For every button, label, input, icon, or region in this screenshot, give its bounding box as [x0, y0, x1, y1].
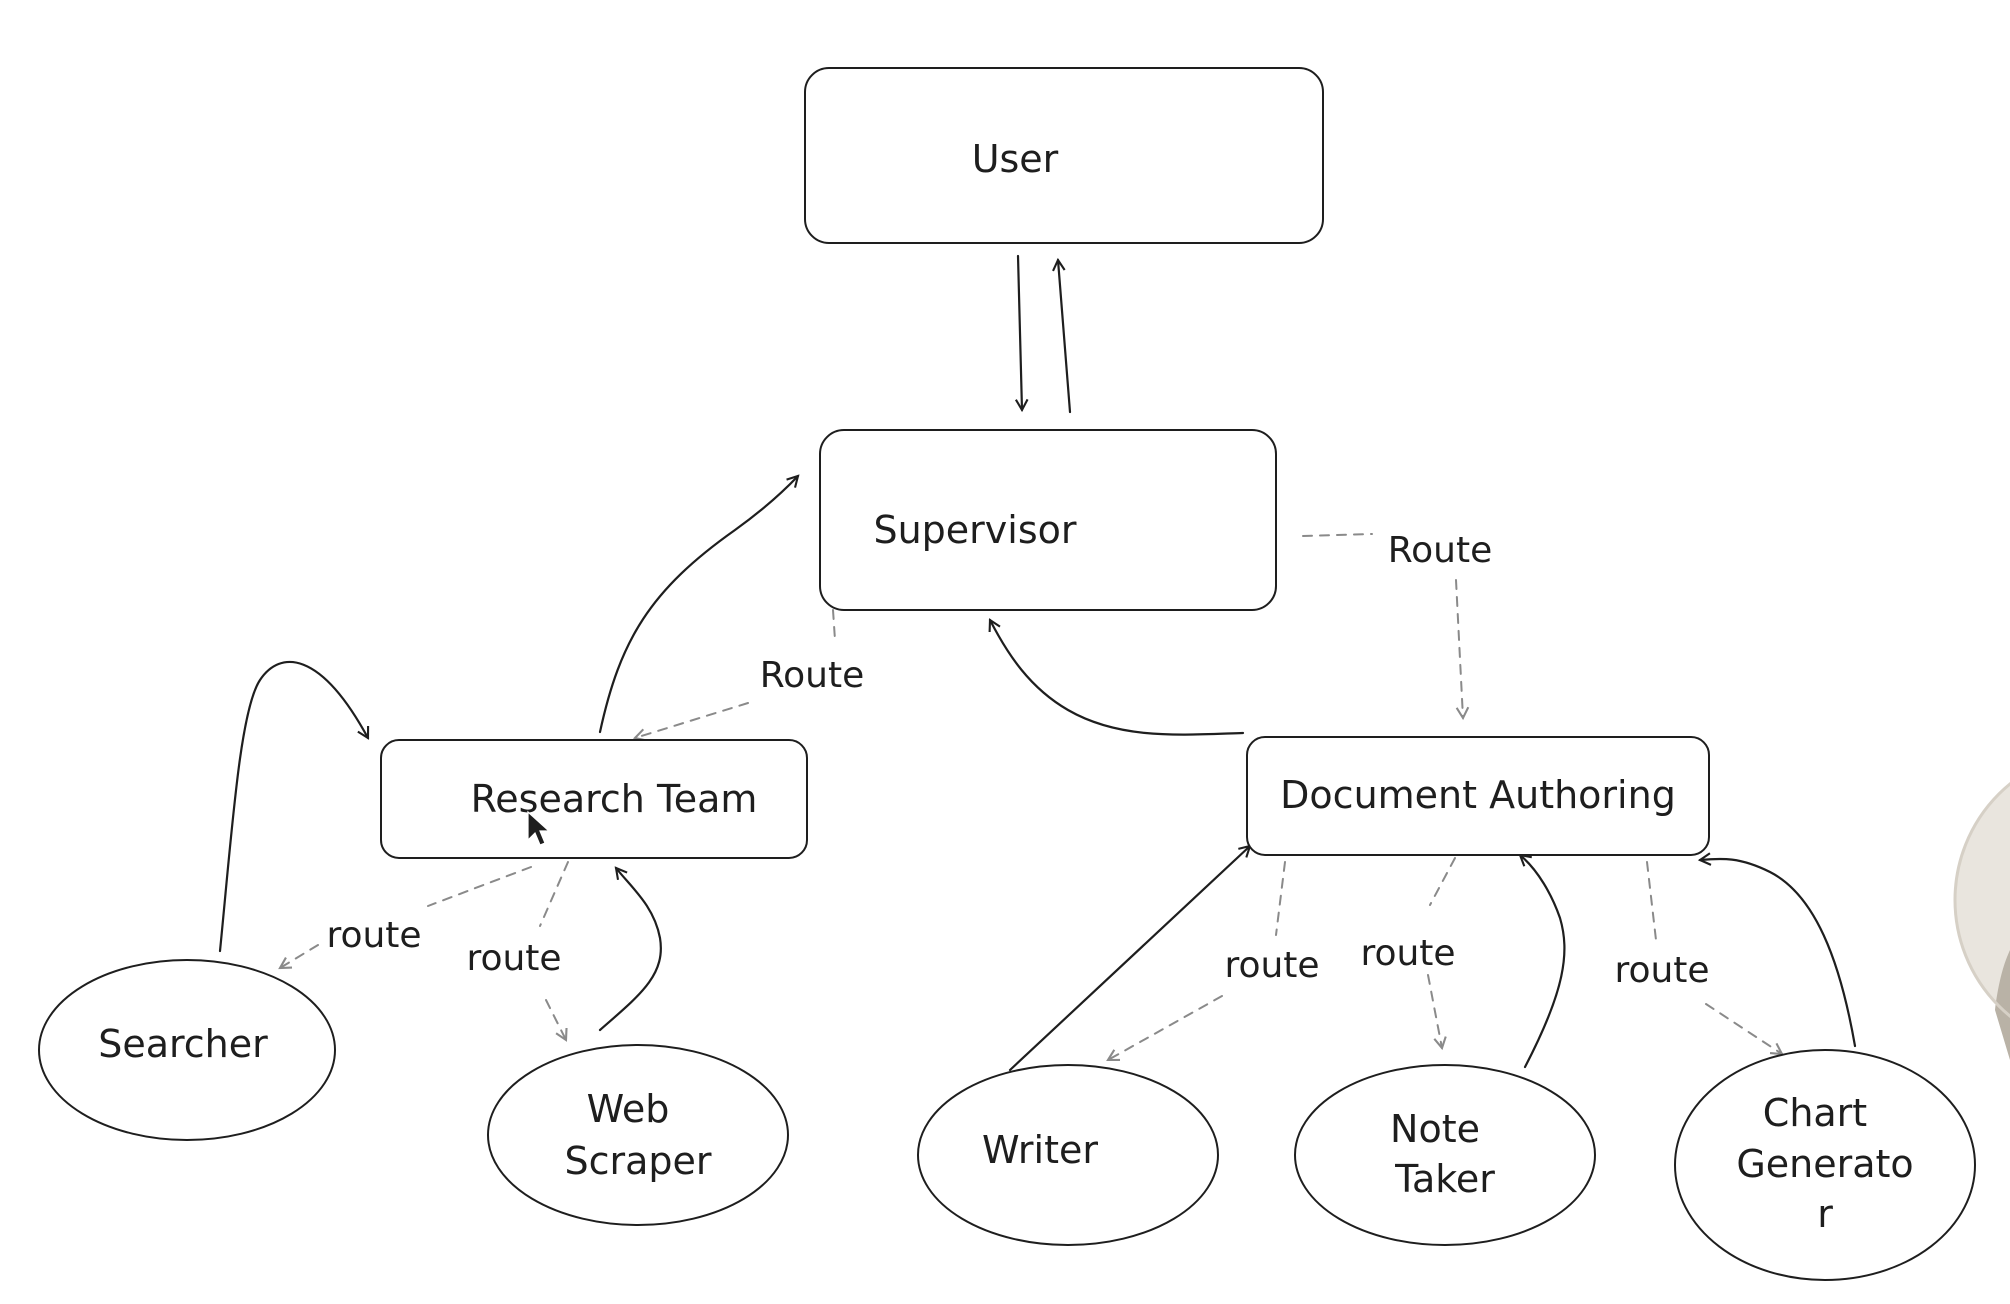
node-note-taker-label-line2: Taker: [1394, 1157, 1495, 1201]
node-note-taker-label-line1: Note: [1390, 1107, 1480, 1151]
node-document-authoring[interactable]: Document Authoring: [1246, 736, 1710, 856]
edge-document-authoring-to-supervisor: [988, 618, 1245, 736]
node-searcher-label: Searcher: [98, 1022, 268, 1066]
edge-research-team-to-supervisor: [598, 474, 800, 734]
edge-document-authoring-to-chart-generator: [1646, 861, 1782, 1054]
edge-document-authoring-to-note-taker: [1427, 857, 1456, 1048]
edge-supervisor-to-research-team: [635, 609, 836, 738]
edge-label-document-writer: route: [1224, 945, 1319, 986]
edge-label-research-web-scraper: route: [466, 938, 561, 979]
node-searcher[interactable]: Searcher: [38, 959, 336, 1141]
edge-label-document-note-taker: route: [1360, 933, 1455, 974]
edge-searcher-to-research-team: [218, 660, 370, 953]
edge-label-supervisor-research: Route: [760, 655, 865, 696]
edge-note-taker-to-document-authoring: [1518, 853, 1566, 1069]
node-writer[interactable]: Writer: [917, 1064, 1219, 1246]
node-web-scraper-label-line2: Scraper: [564, 1139, 711, 1183]
edge-writer-to-document-authoring: [1008, 844, 1252, 1072]
node-writer-label: Writer: [982, 1128, 1098, 1172]
node-chart-generator[interactable]: Chart Generato r: [1674, 1049, 1976, 1281]
edge-supervisor-to-document-authoring: [1302, 533, 1463, 718]
edge-label-supervisor-document: Route: [1388, 530, 1493, 571]
node-web-scraper[interactable]: Web Scraper: [487, 1044, 789, 1226]
node-chart-generator-label-line3: r: [1817, 1192, 1833, 1236]
webcam-overlay: [1953, 782, 2010, 1060]
edge-document-authoring-to-writer: [1108, 861, 1286, 1060]
node-chart-generator-label-line1: Chart: [1763, 1091, 1867, 1135]
edge-chart-generator-to-document-authoring: [1697, 852, 1857, 1048]
edge-supervisor-to-user: [1052, 257, 1072, 414]
node-supervisor-label: Supervisor: [873, 508, 1076, 552]
node-research-team-label: Research Team: [471, 777, 758, 821]
edge-web-scraper-to-research-team: [598, 866, 662, 1032]
node-user[interactable]: User: [804, 67, 1324, 244]
node-document-authoring-label: Document Authoring: [1280, 773, 1676, 817]
node-research-team[interactable]: Research Team: [380, 739, 808, 859]
edge-user-to-supervisor: [1014, 254, 1029, 413]
node-user-label: User: [972, 137, 1059, 181]
node-note-taker[interactable]: Note Taker: [1294, 1064, 1596, 1246]
edge-label-document-chart-generator: route: [1614, 950, 1709, 991]
edge-research-team-to-searcher: [280, 866, 532, 968]
mouse-cursor-icon: [527, 810, 551, 846]
node-web-scraper-label-line1: Web: [587, 1087, 670, 1131]
node-supervisor[interactable]: Supervisor: [819, 429, 1277, 611]
edge-research-team-to-web-scraper: [539, 861, 568, 1040]
edge-label-research-searcher: route: [326, 915, 421, 956]
node-chart-generator-label-line2: Generato: [1736, 1142, 1913, 1186]
